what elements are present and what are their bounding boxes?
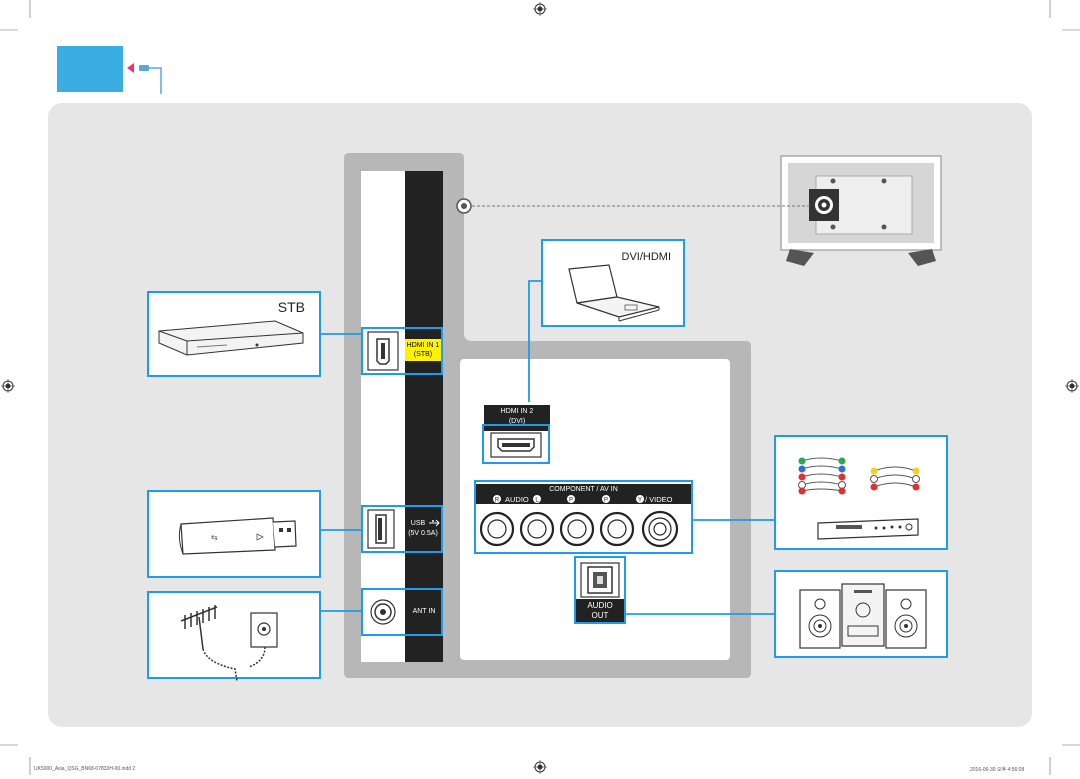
hdmi-in1-badge: HDMI IN 1 (STB) [405,339,441,361]
hdmi-in2-label: HDMI IN 2 [500,408,534,415]
usb-label: USB [410,520,426,527]
side-panel-white [361,171,405,662]
usb-stick-icon: ⇆ [178,517,297,555]
footer-right: 2016-06-30 오후 4:56:08 [970,767,1025,773]
usb-device-box: ⇆ [147,490,321,578]
y-video-jack-icon [641,510,679,548]
audio-l-jack-icon [519,511,555,547]
channel-y-label: Y [638,498,642,504]
dvi-hdmi-device-box: DVI/HDMI [541,239,685,327]
channel-pr-label: P [569,498,573,504]
registration-mark-bottom [533,760,547,779]
av-cables-icon [798,457,920,495]
usb-port-frame [361,505,443,553]
antenna-icon [180,605,278,681]
tv-back-icon [780,155,942,266]
audio-out-label-2: OUT [591,611,609,620]
registration-mark-top [533,2,547,21]
ant-in-label: ANT IN [412,608,436,615]
audio-out-device-box [774,570,948,658]
channel-audio-label: AUDIO [505,495,529,504]
channel-pb-label: P [604,498,608,504]
channel-r-label: R [495,498,500,504]
hdmi-in2-sub-label: (DVI) [508,418,526,425]
ant-in-port-frame [361,588,443,636]
hdmi-port-icon[interactable] [367,331,399,371]
side-port-strip [405,171,443,662]
usb-symbol-icon [429,519,440,527]
pb-jack-icon [599,511,635,547]
pr-jack-icon [559,511,595,547]
footer-left: UK5000_Asia_QSG_BN68-07833H-00.indd 2 [34,766,136,772]
stb-device-box: STB [147,291,321,377]
registration-mark-left [1,379,15,398]
registration-mark-right [1065,379,1079,398]
svg-text:⇆: ⇆ [211,533,218,542]
av-device-box [774,435,948,550]
dvi-hdmi-label: DVI/HDMI [621,251,672,263]
usb-port-icon[interactable] [367,509,395,549]
channel-video-label: / VIDEO [645,495,673,504]
hdmi-in1-sub-label: (STB) [413,351,433,358]
coax-port-icon[interactable] [369,598,397,626]
optical-port-icon[interactable] [580,562,620,598]
stereo-system-icon [799,583,927,649]
component-jacks [479,510,679,548]
dashed-connector [456,198,810,214]
stb-label: STB [277,299,305,315]
hdmi-in2-badge [484,405,550,431]
av-receiver-icon [817,518,919,540]
hdmi-in1-port-frame [361,327,443,375]
antenna-device-box [147,591,321,681]
hdmi-in1-label: HDMI IN 1 [406,342,440,349]
hdmi-in2-port-frame [482,424,550,464]
component-av-frame [474,480,693,554]
hdmi-port-2-icon[interactable] [490,432,542,458]
component-av-label: COMPONENT / AV IN [549,486,618,493]
laptop-icon [568,264,660,322]
audio-out-frame [574,556,626,624]
component-channel-labels: R AUDIO L P P Y / VIDEO [493,495,673,504]
audio-out-badge [576,599,624,622]
connection-arrow-icon [127,63,162,94]
set-top-box-icon [158,320,304,356]
corner-badge [57,46,123,92]
audio-r-jack-icon [479,511,515,547]
audio-out-label-1: AUDIO [587,601,613,610]
channel-l-label: L [535,498,539,504]
usb-power-label: (5V 0.5A) [408,530,438,537]
